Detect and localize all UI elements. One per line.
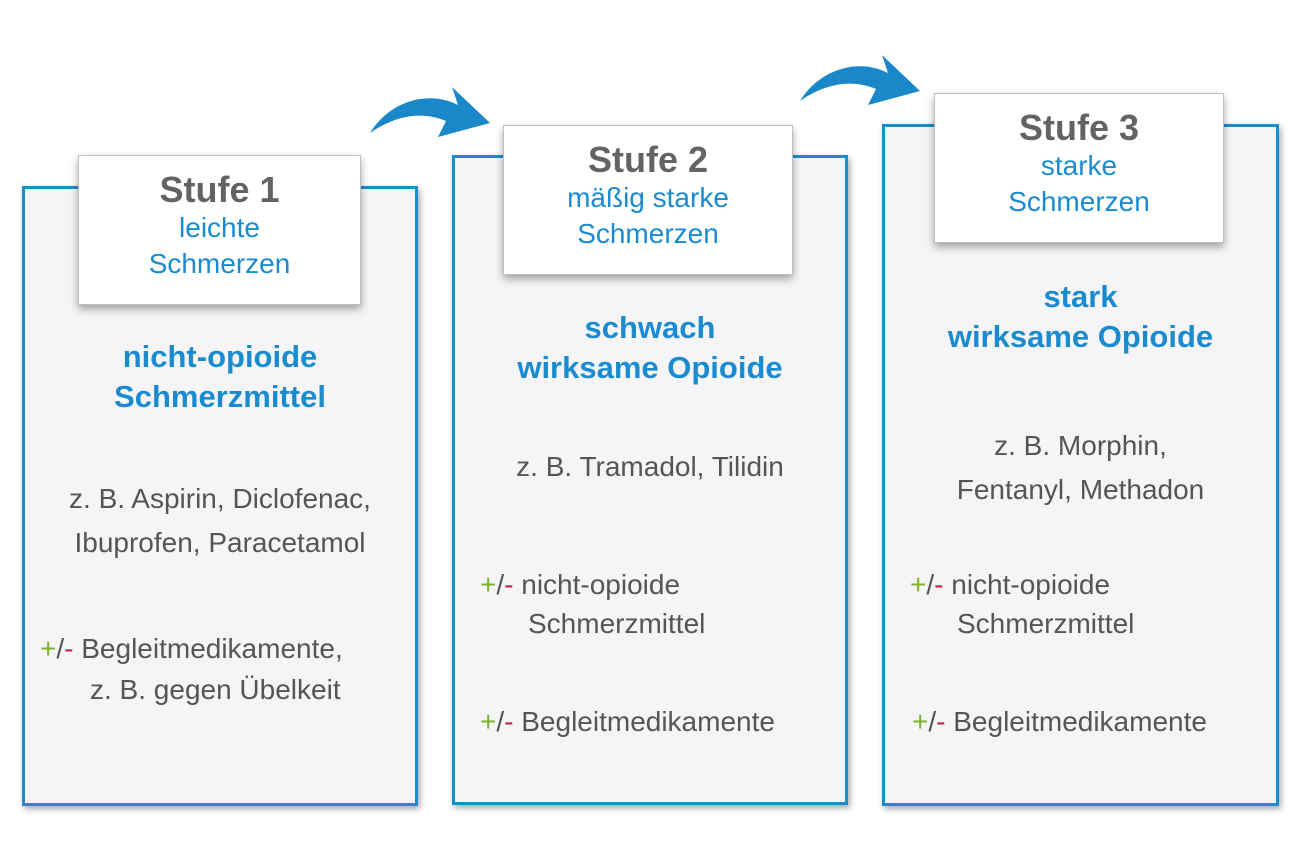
plus-marker: + [910, 569, 927, 600]
slash-marker: / [926, 569, 935, 600]
step-2-examples-line1: z. B. Tramadol, Tilidin [516, 451, 784, 482]
step-1-pain-line2: Schmerzen [148, 248, 291, 279]
minus-marker: - [504, 569, 514, 600]
step-1-tab: Stufe 1 leichte Schmerzen [78, 155, 361, 305]
step-1-title: Stufe 1 [159, 169, 280, 210]
slash-marker: / [496, 569, 505, 600]
step-2-drug-class: schwach wirksame Opioide [452, 308, 848, 388]
curved-arrow-icon [370, 87, 490, 137]
step-2-class-line1: schwach [584, 310, 716, 345]
step-2-adjunct-1-cont-text: Schmerzmittel [528, 608, 706, 639]
minus-marker: - [936, 706, 946, 737]
slash-marker: / [56, 633, 65, 664]
step-3-class-line1: stark [1043, 279, 1118, 314]
curved-arrow-icon [800, 55, 920, 105]
step-1-adjunct-detail: z. B. gegen Übelkeit [90, 668, 341, 712]
step-3-adjunct-1-cont-text: Schmerzmittel [957, 608, 1135, 639]
step-3-examples-line2: Fentanyl, Methadon [956, 474, 1205, 505]
step-1-drug-class: nicht-opioide Schmerzmittel [22, 337, 418, 417]
step-2-adjunct-1-text: nicht-opioide [521, 569, 681, 600]
step-2-class-line2: wirksame Opioide [517, 350, 783, 385]
slash-marker: / [496, 706, 505, 737]
step-1-examples-line2: Ibuprofen, Paracetamol [74, 527, 366, 558]
step-2-adjunct-1: +/- nicht-opioide [480, 563, 680, 607]
step-3-class-line2: wirksame Opioide [947, 319, 1214, 354]
minus-marker: - [64, 633, 74, 664]
step-2-adjunct-1-cont: Schmerzmittel [528, 602, 705, 646]
step-1-class-line2: Schmerzmittel [114, 379, 326, 414]
slash-marker: / [928, 706, 937, 737]
plus-marker: + [40, 633, 57, 664]
step-1-examples: z. B. Aspirin, Diclofenac, Ibuprofen, Pa… [22, 477, 418, 565]
step-1-class-line1: nicht-opioide [122, 339, 318, 374]
step-3-pain-line1: starke [1040, 150, 1118, 181]
step-1-adjunct: +/- Begleitmedikamente, [40, 627, 343, 671]
step-3-adjunct-2-text: Begleitmedikamente [953, 706, 1207, 737]
step-3-examples-line1: z. B. Morphin, [994, 430, 1167, 461]
step-3-adjunct-2: +/- Begleitmedikamente [912, 700, 1207, 744]
step-3-title: Stufe 3 [1018, 107, 1140, 148]
step-2-pain-line1: mäßig starke [567, 182, 729, 213]
step-3-examples: z. B. Morphin, Fentanyl, Methadon [882, 424, 1279, 512]
step-2-adjunct-2-text: Begleitmedikamente [521, 706, 775, 737]
step-1-examples-line1: z. B. Aspirin, Diclofenac, [69, 483, 371, 514]
step-3-pain-line2: Schmerzen [1008, 186, 1150, 217]
step-2-adjunct-2: +/- Begleitmedikamente [480, 700, 775, 744]
step-1-pain-line1: leichte [179, 212, 260, 243]
step-1-adjunct-text: Begleitmedikamente, [81, 633, 343, 664]
plus-marker: + [480, 569, 497, 600]
step-2-pain-line2: Schmerzen [577, 218, 719, 249]
plus-marker: + [480, 706, 497, 737]
plus-marker: + [912, 706, 929, 737]
step-3-tab: Stufe 3 starke Schmerzen [934, 93, 1224, 243]
step-2-title: Stufe 2 [587, 139, 709, 180]
step-3-adjunct-1: +/- nicht-opioide [910, 563, 1110, 607]
minus-marker: - [934, 569, 944, 600]
step-3-drug-class: stark wirksame Opioide [882, 277, 1279, 357]
step-2-tab: Stufe 2 mäßig starke Schmerzen [503, 125, 793, 275]
minus-marker: - [504, 706, 514, 737]
step-3-adjunct-1-cont: Schmerzmittel [957, 602, 1134, 646]
step-1-adjunct-detail-text: z. B. gegen Übelkeit [90, 674, 341, 705]
step-3-adjunct-1-text: nicht-opioide [951, 569, 1111, 600]
step-2-examples: z. B. Tramadol, Tilidin [452, 445, 848, 489]
